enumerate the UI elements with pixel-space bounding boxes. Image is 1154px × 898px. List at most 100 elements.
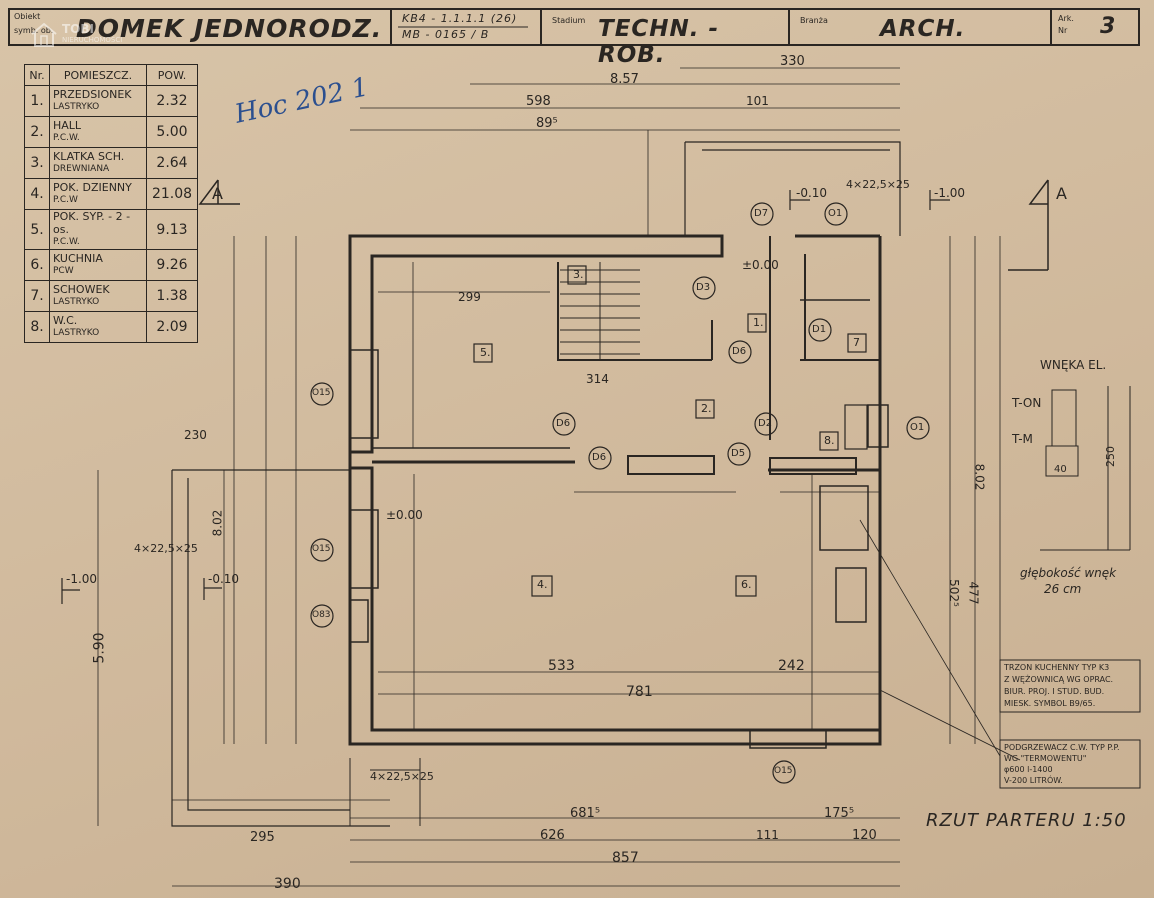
section-mark-left: A: [212, 184, 223, 203]
level-2: ±0.00: [742, 258, 779, 272]
heater-note-line: φ600 l-1400: [1004, 765, 1053, 774]
room-area: 2.32: [146, 85, 198, 117]
kitchen-note-line: Z WĘŻOWNICĄ WG OPRAC.: [1004, 675, 1114, 684]
dim-living-533: 533: [548, 658, 575, 674]
dim-top-4: 89⁵: [536, 116, 558, 131]
room-nr: 3.: [24, 147, 50, 179]
level-1: -0.10: [796, 186, 828, 200]
object-cell: Obiekt symb. ob. DOMEK JEDNORODZ.: [10, 10, 392, 44]
dim-right-802: 8.02: [972, 463, 987, 491]
dim-top-3: 598: [526, 94, 551, 109]
title-block: Obiekt symb. ob. DOMEK JEDNORODZ. KB4 - …: [8, 8, 1140, 68]
window-label-1: O15: [312, 388, 331, 398]
room-area: 9.13: [146, 209, 198, 250]
object-title: DOMEK JEDNORODZ.: [76, 14, 383, 43]
dim-left-230: 230: [184, 428, 207, 442]
room-table-row: 5.POK. SYP. - 2 - os.P.C.W.9.13: [24, 209, 198, 250]
room-area: 1.38: [146, 280, 198, 312]
sheet-label-2: Nr: [1058, 26, 1068, 35]
dim-living-781: 781: [626, 684, 653, 700]
window-label-6: O1: [828, 208, 843, 219]
window-o15-3: [749, 729, 827, 749]
heater-note-line: V-200 LITRÓW.: [1004, 776, 1063, 785]
door-label-8: D7: [754, 208, 769, 219]
niche-title: WNĘKA EL.: [1040, 358, 1107, 372]
codes-cell: KB4 - 1.1.1.1 (26) MB - 0165 / B: [390, 10, 542, 44]
room-finish: PCW: [53, 266, 74, 276]
step-note-top: 4×22,5×25: [846, 178, 910, 191]
room-1-number: 1.: [753, 316, 764, 329]
staircase: [560, 262, 640, 360]
dim-bottom-111: 111: [756, 828, 779, 842]
level-4: ±0.00: [386, 508, 423, 522]
room-5-number: 5.: [480, 346, 491, 359]
heater-note-line: WG "TERMOWENTU": [1004, 754, 1087, 763]
window-o1: [867, 404, 889, 448]
door-label-1: D6: [556, 418, 571, 429]
stage-value: TECHN. - ROB.: [598, 16, 720, 68]
level-5: -0.10: [208, 572, 240, 586]
stage-cell: Stadium TECHN. - ROB.: [540, 10, 790, 68]
door-label-5: D5: [731, 448, 746, 459]
dim-right-502: 502⁵: [946, 579, 961, 607]
sheet-number: 3: [1100, 14, 1117, 39]
door-label-6: D2: [758, 418, 773, 429]
wc-fixture: [844, 404, 868, 450]
window-label-4: O15: [774, 766, 793, 776]
branch-cell: Branża ARCH.: [788, 10, 1052, 44]
room-nr: 8.: [24, 311, 50, 343]
room-4-number: 4.: [537, 578, 548, 591]
room-name: W.C.: [53, 314, 78, 327]
kitchen-note-line: TRZON KUCHENNY TYP K3: [1004, 663, 1110, 672]
code-1: KB4 - 1.1.1.1 (26): [402, 12, 518, 25]
section-arrow-right: [1008, 179, 1049, 271]
wall-south: [348, 466, 882, 746]
watermark-sub: NIERUCHOMOŚCI: [62, 36, 123, 44]
dim-top-5: 101: [746, 94, 769, 108]
dim-bottom-857: 857: [612, 850, 639, 866]
section-mark-right: A: [1056, 184, 1067, 203]
room-3-number: 3.: [573, 268, 584, 281]
room-name: POK. DZIENNY: [53, 181, 132, 194]
room-finish: P.C.W.: [53, 133, 80, 143]
room-finish: P.C.W: [53, 195, 78, 205]
dim-left-590: 5.90: [91, 632, 108, 664]
dim-bottom-626: 626: [540, 828, 565, 843]
door-label-2: D6: [592, 452, 607, 463]
room-6-number: 6.: [741, 578, 752, 591]
sheet-cell: Ark. Nr 3: [1050, 10, 1140, 44]
niche-label-tm: T-M: [1012, 432, 1033, 446]
room-area: 2.09: [146, 311, 198, 343]
dim-bottom-681: 681⁵: [570, 806, 601, 821]
step-note-left: 4×22,5×25: [134, 542, 198, 555]
room-name: POK. SYP. - 2 - os.: [53, 210, 131, 236]
dim-right-477: 477: [966, 581, 981, 605]
sheet-label-1: Ark.: [1058, 14, 1074, 23]
dim-bottom-390: 390: [274, 876, 301, 892]
window-label-5: O1: [910, 422, 925, 433]
room-area: 5.00: [146, 116, 198, 148]
kitchen-note-line: BIUR. PROJ. I STUD. BUD.: [1004, 687, 1105, 696]
level-6: -1.00: [934, 186, 966, 200]
dim-top-2: 8.57: [610, 72, 639, 87]
watermark-logo: TOBI NIERUCHOMOŚCI: [30, 22, 122, 52]
dim-hall-width: 314: [586, 372, 609, 386]
window-o15-2: [349, 509, 379, 589]
room-name-cell: POK. SYP. - 2 - os.P.C.W.: [49, 209, 147, 250]
niche-dim-40: 40: [1054, 464, 1067, 475]
code-2: MB - 0165 / B: [402, 28, 490, 41]
wall-north-west: [348, 234, 724, 454]
dimension-lines: [97, 67, 1021, 887]
room-name: KLATKA SCH.: [53, 150, 125, 163]
